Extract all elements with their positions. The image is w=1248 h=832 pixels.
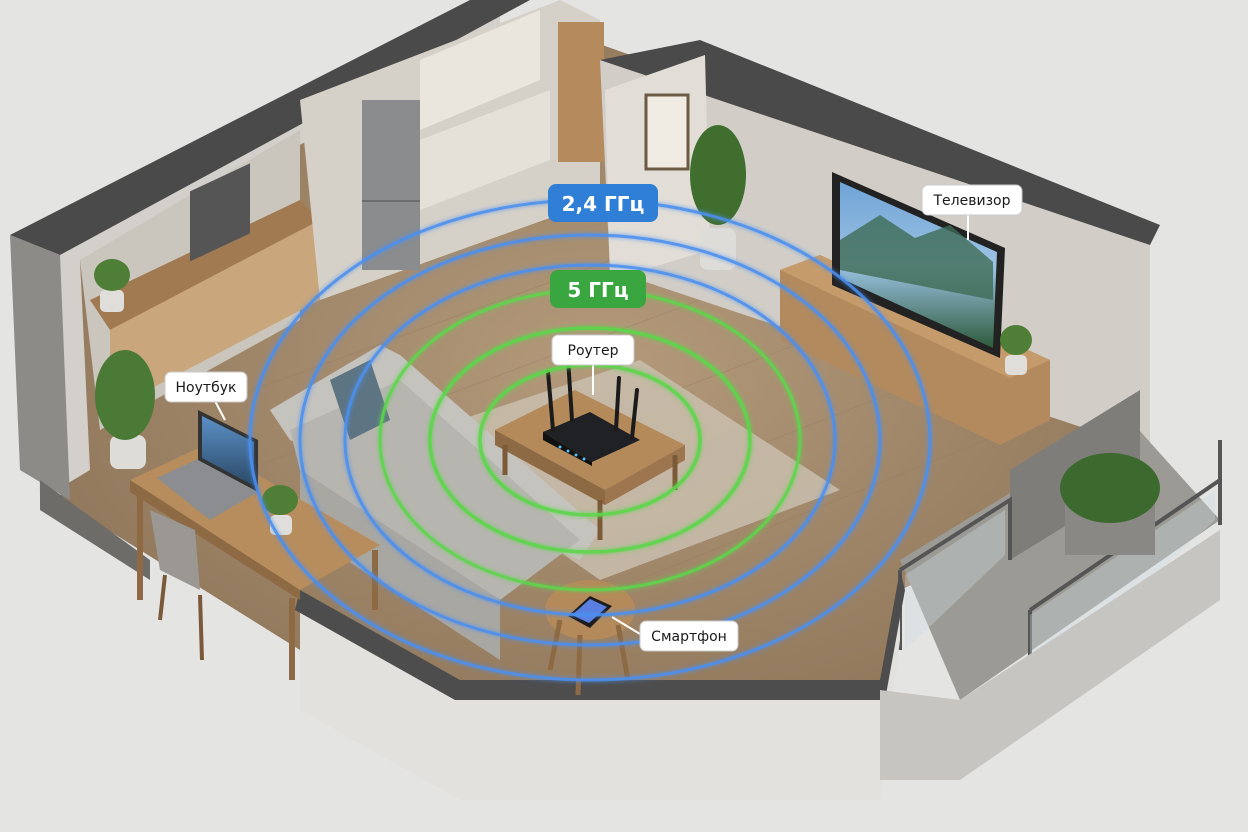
kitchen-counter [90,200,320,330]
kitchen-lower-cabinets [420,90,550,210]
signal-ring [298,233,882,647]
tv-stand [780,255,1050,445]
left-front-wall [40,480,150,580]
oven [190,163,250,262]
wall-painting [644,93,690,171]
plant-icon [95,350,155,469]
fridge-door-line [362,200,420,202]
balcony-front-wall [880,530,1220,780]
front-wall-top [295,570,905,700]
plant-icon [94,259,130,312]
band-label-5: 5 ГГц [550,270,646,308]
balcony-glass-left [905,510,1005,650]
router-antennas [546,356,639,440]
router-label: Роутер [568,343,619,359]
band-label-24-text: 2,4 ГГц [562,192,645,216]
laptop-base [157,458,258,520]
kitchen-upper-cabinets [420,10,540,130]
chair-leg [158,574,167,621]
signal-ring [428,326,752,554]
band-label-24: 2,4 ГГц [548,184,658,222]
desk-front [130,480,300,600]
router-body [543,412,640,462]
balcony-plant [1060,453,1160,523]
fridge [362,100,420,270]
laptop-display [202,416,254,486]
kitchen-cabinets [110,220,320,410]
side-table-leg [615,624,631,681]
plant-icon [1000,325,1032,375]
laptop-label: Ноутбук [176,380,237,396]
router-front [543,432,592,466]
coffee-table-side [605,445,685,505]
chair-leg [198,594,204,661]
tv-label: Телевизор [933,193,1011,209]
door [558,22,604,162]
chair [150,510,200,590]
smartphone-callout: Смартфон [611,616,739,652]
sofa-seat [290,380,580,600]
smartphone-display [572,599,607,623]
tv-mountains [840,215,993,300]
laptop-callout: Ноутбук [164,371,248,421]
sofa-base [300,470,500,660]
signal-ring [343,263,837,617]
band-label-5-text: 5 ГГц [567,278,628,302]
smartphone-label: Смартфон [651,629,727,645]
tv-callout: Телевизор [921,184,1023,240]
sofa-cushion [330,360,390,440]
router-callout: Роутер [551,334,635,395]
router-leds [558,445,586,461]
coffee-table-front [495,430,605,505]
left-wall-side [10,235,70,500]
